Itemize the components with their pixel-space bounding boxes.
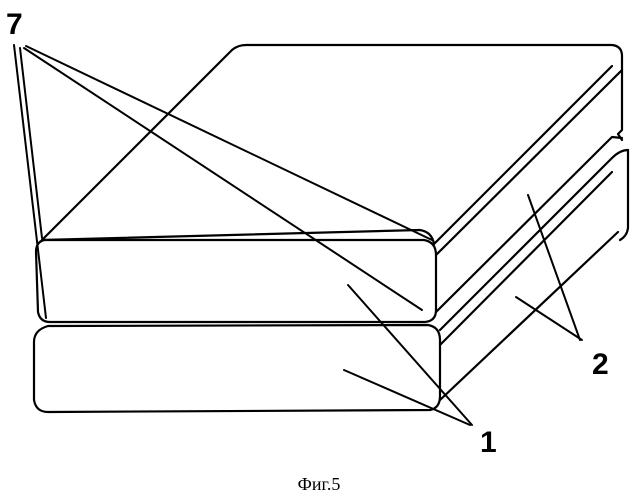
lower-plate-front-face [34, 325, 440, 412]
leader-lines [14, 45, 582, 425]
upper-plate-top-right-edge [434, 66, 612, 244]
upper-plate-top-front-edge [42, 230, 434, 244]
figure-caption: Фиг.5 [298, 474, 341, 494]
upper-plate [36, 45, 622, 322]
leader-7-d [26, 46, 432, 240]
leader-1-a [344, 370, 470, 425]
label-7: 7 [6, 8, 23, 41]
leader-7-c [24, 48, 422, 310]
label-2: 2 [592, 348, 609, 381]
label-1: 1 [480, 426, 497, 459]
lower-plate [34, 150, 628, 412]
upper-plate-side-face [436, 70, 622, 255]
upper-plate-front-face [36, 240, 436, 322]
leader-1-b [348, 285, 472, 425]
lower-plate-side-top [440, 150, 628, 330]
leader-7-a [14, 45, 46, 318]
leader-7-b [20, 48, 42, 238]
lower-plate-side-back [620, 150, 628, 240]
